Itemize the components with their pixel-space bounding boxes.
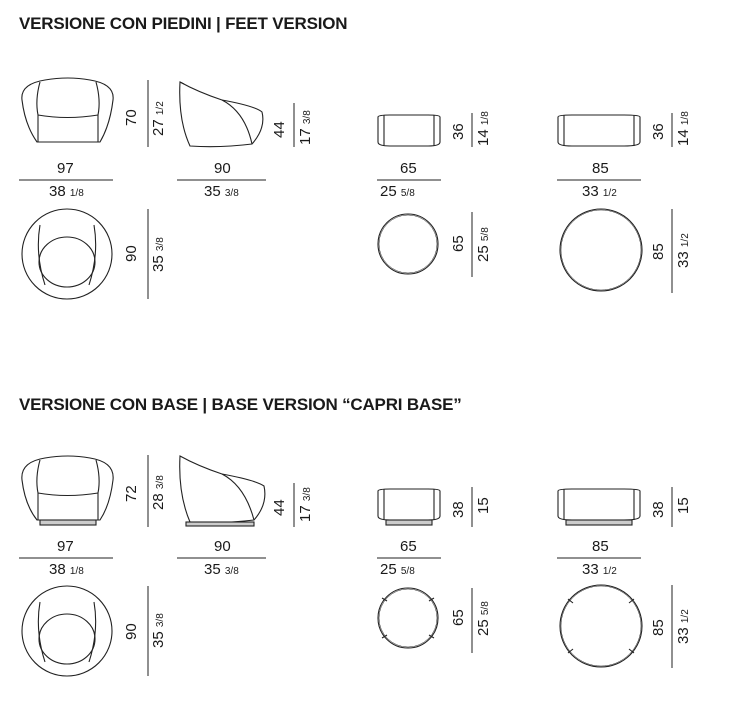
armchair-base-top-in: 35 3/8 bbox=[150, 613, 167, 648]
pouf-base-large-height-cm: 38 bbox=[650, 501, 667, 518]
armchair-height-in: 27 1/2 bbox=[150, 101, 167, 136]
pouf-large-diam-in: 33 1/2 bbox=[675, 233, 692, 268]
pouf-small-top-view bbox=[377, 213, 439, 275]
pouf-small-diam-in: 25 5/8 bbox=[475, 227, 492, 262]
armchair-seat-in: 17 3/8 bbox=[297, 110, 314, 145]
dimension-lines bbox=[19, 80, 673, 676]
pouf-large-top-view bbox=[559, 208, 643, 292]
armchair-base-height-cm: 72 bbox=[123, 485, 140, 502]
pouf-base-large-diam-cm: 85 bbox=[650, 619, 667, 636]
armchair-base-side-view bbox=[179, 455, 266, 527]
pouf-base-small-top-view bbox=[377, 587, 439, 649]
pouf-small-width-in: 25 5/8 bbox=[380, 183, 415, 200]
pouf-base-large-width-in: 33 1/2 bbox=[582, 561, 617, 578]
section-title-feet: VERSIONE CON PIEDINI | FEET VERSION bbox=[19, 14, 348, 33]
pouf-base-large-top-view bbox=[559, 584, 643, 668]
pouf-small-diam-cm: 65 bbox=[450, 235, 467, 252]
armchair-base-seat-cm: 44 bbox=[271, 499, 288, 516]
pouf-small-height-cm: 36 bbox=[450, 123, 467, 140]
armchair-depth-in: 35 3/8 bbox=[204, 183, 239, 200]
armchair-side-view bbox=[179, 81, 264, 148]
pouf-base-small-diam-in: 25 5/8 bbox=[475, 601, 492, 636]
pouf-base-large-width-cm: 85 bbox=[592, 538, 609, 555]
pouf-base-small-height-cm: 38 bbox=[450, 501, 467, 518]
armchair-base-depth-cm: 90 bbox=[214, 538, 231, 555]
armchair-width-cm: 97 bbox=[57, 160, 74, 177]
pouf-large-height-in: 14 1/8 bbox=[675, 111, 692, 146]
section-title-base: VERSIONE CON BASE | BASE VERSION “CAPRI … bbox=[19, 395, 462, 414]
pouf-base-small-width-in: 25 5/8 bbox=[380, 561, 415, 578]
pouf-large-side-view bbox=[557, 114, 641, 147]
armchair-top-in: 35 3/8 bbox=[150, 237, 167, 272]
pouf-large-diam-cm: 85 bbox=[650, 243, 667, 260]
pouf-large-height-cm: 36 bbox=[650, 123, 667, 140]
pouf-base-small-side-view bbox=[377, 488, 441, 526]
armchair-width-in: 38 1/8 bbox=[49, 183, 84, 200]
armchair-base-top-view bbox=[21, 585, 113, 677]
pouf-small-height-in: 14 1/8 bbox=[475, 111, 492, 146]
pouf-large-width-cm: 85 bbox=[592, 160, 609, 177]
armchair-seat-cm: 44 bbox=[271, 121, 288, 138]
pouf-base-small-height-in: 15 bbox=[475, 497, 492, 514]
armchair-height-cm: 70 bbox=[123, 109, 140, 126]
armchair-base-width-in: 38 1/8 bbox=[49, 561, 84, 578]
pouf-base-large-height-in: 15 bbox=[675, 497, 692, 514]
armchair-base-top-cm: 90 bbox=[123, 623, 140, 640]
armchair-front-view bbox=[21, 77, 114, 143]
pouf-base-large-side-view bbox=[557, 488, 641, 526]
pouf-base-small-diam-cm: 65 bbox=[450, 609, 467, 626]
armchair-base-seat-in: 17 3/8 bbox=[297, 487, 314, 522]
pouf-small-side-view bbox=[377, 114, 441, 147]
armchair-top-view bbox=[21, 208, 113, 300]
pouf-large-width-in: 33 1/2 bbox=[582, 183, 617, 200]
armchair-depth-cm: 90 bbox=[214, 160, 231, 177]
armchair-base-height-in: 28 3/8 bbox=[150, 475, 167, 510]
pouf-small-width-cm: 65 bbox=[400, 160, 417, 177]
armchair-base-width-cm: 97 bbox=[57, 538, 74, 555]
pouf-base-large-diam-in: 33 1/2 bbox=[675, 609, 692, 644]
pouf-base-small-width-cm: 65 bbox=[400, 538, 417, 555]
armchair-base-depth-in: 35 3/8 bbox=[204, 561, 239, 578]
armchair-base-front-view bbox=[21, 455, 114, 526]
armchair-top-cm: 90 bbox=[123, 245, 140, 262]
